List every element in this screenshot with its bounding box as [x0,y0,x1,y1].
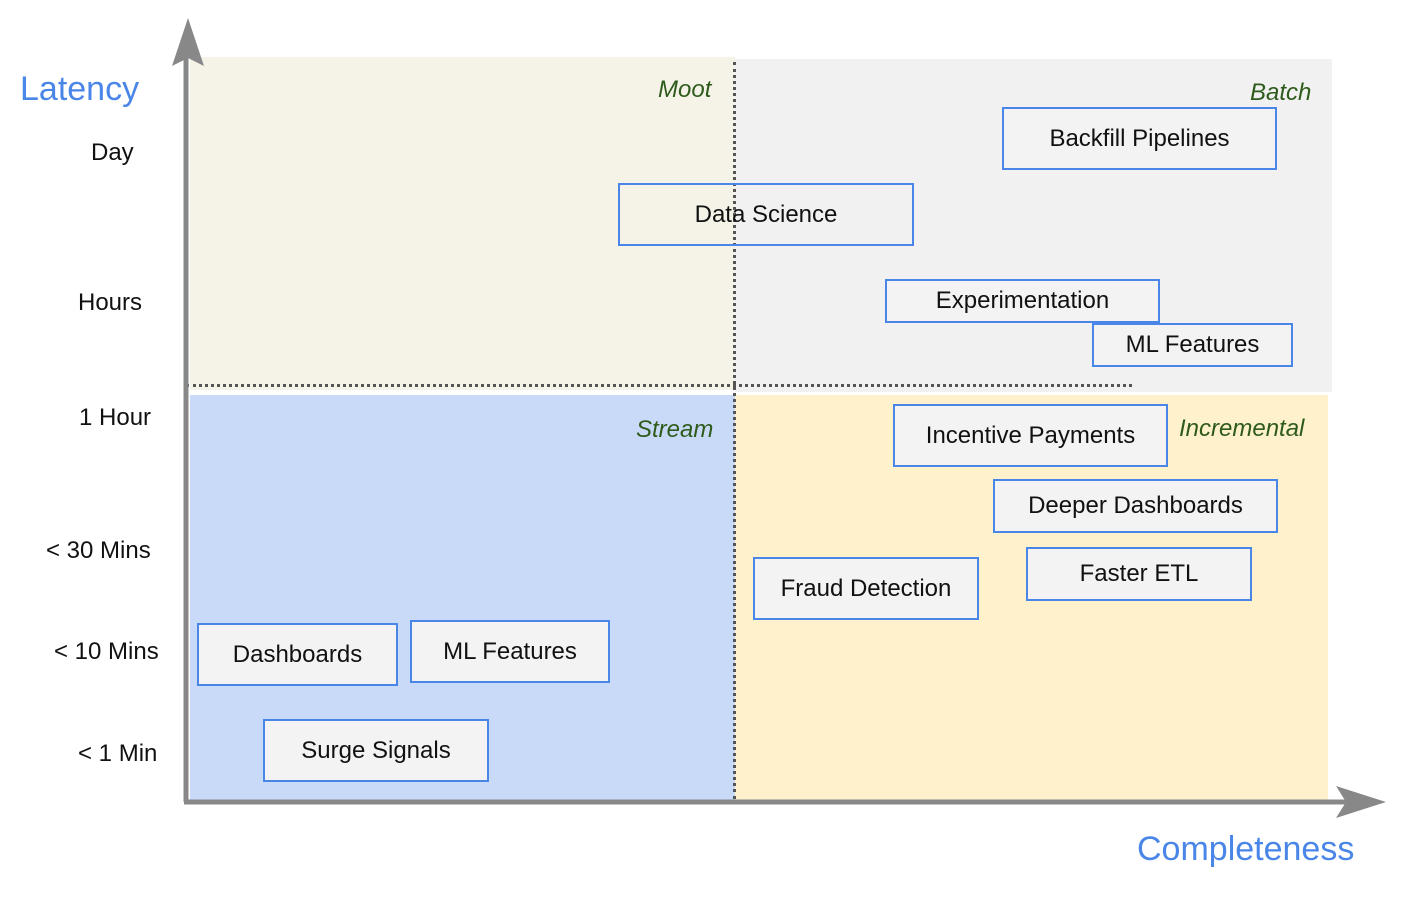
box-backfill-pipelines[interactable]: Backfill Pipelines [1002,107,1277,170]
quadrant-label-moot: Moot [658,76,712,103]
quadrant-label-incremental: Incremental [1179,415,1305,442]
box-data-science[interactable]: Data Science [618,183,914,246]
y-axis-arrow [172,18,204,66]
quadrant-label-batch: Batch [1250,79,1312,106]
x-axis-title: Completeness [1137,830,1355,868]
y-tick-10-mins: < 10 Mins [54,638,159,665]
box-faster-etl[interactable]: Faster ETL [1026,547,1252,601]
y-axis-title: Latency [20,70,140,108]
box-ml-features-stream[interactable]: ML Features [410,620,610,683]
vertical-divider [733,62,736,799]
y-tick-1-hour: 1 Hour [79,404,152,431]
y-tick-hours: Hours [78,289,143,316]
box-fraud-detection[interactable]: Fraud Detection [753,557,979,620]
box-dashboards[interactable]: Dashboards [197,623,398,686]
box-ml-features-batch[interactable]: ML Features [1092,323,1293,367]
y-tick-30-mins: < 30 Mins [46,537,151,564]
x-axis-arrow [1336,786,1386,818]
box-incentive-payments[interactable]: Incentive Payments [893,404,1168,467]
box-deeper-dashboards[interactable]: Deeper Dashboards [993,479,1278,533]
box-experimentation[interactable]: Experimentation [885,279,1160,323]
quadrant-label-stream: Stream [636,416,714,443]
y-tick-1-min: < 1 Min [78,740,158,767]
quadrant-moot [190,57,735,390]
box-surge-signals[interactable]: Surge Signals [263,719,489,782]
horizontal-divider [186,384,1132,387]
y-tick-day: Day [91,139,134,166]
